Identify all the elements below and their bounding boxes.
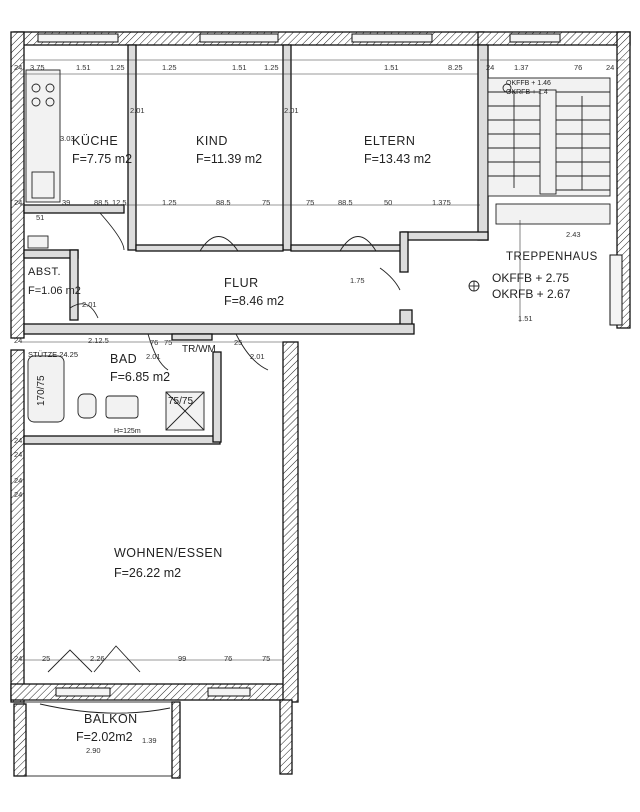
room-area-abst: F=1.06 m2 — [28, 285, 81, 297]
dim-top-5: 1.51 — [232, 63, 247, 72]
dim-mid-2: 39 — [62, 198, 71, 207]
dim-top-7: 1.51 — [384, 63, 399, 72]
kitchen-counter — [25, 69, 61, 249]
dim-top-12: 24 — [606, 63, 615, 72]
dim-bad-3: 75 — [164, 338, 173, 347]
balcony — [13, 701, 181, 779]
room-area-kueche: F=7.75 m2 — [72, 152, 133, 166]
dim-bad-4: 2.01 — [146, 352, 161, 361]
room-name-kueche: KÜCHE — [72, 134, 119, 148]
dim-top-0: 24 — [14, 63, 23, 72]
room-area-flur: F=8.46 m2 — [224, 294, 285, 308]
tr-wm-label: TR/WM — [182, 344, 216, 355]
door-swings — [39, 212, 401, 714]
dim-bottom-5: 75 — [262, 654, 271, 663]
dim-mid-7: 75 — [262, 198, 271, 207]
dim-top-1: 3.75 — [30, 63, 45, 72]
okrfb-level: OKRFB + 2.67 — [492, 287, 571, 301]
shower-size-label: 75/75 — [168, 396, 194, 407]
dim-top-9: 24 — [486, 63, 495, 72]
dim-top-4: 1.25 — [162, 63, 177, 72]
dim-bad-6: 2.01 — [250, 352, 265, 361]
stair-okffb-level: OKFFB + 1.46 — [506, 80, 551, 87]
dim-bad-0: 24 — [14, 336, 23, 345]
tub-size-label: 170/75 — [36, 375, 47, 406]
dim-top-6: 1.25 — [264, 63, 279, 72]
dim-top-11: 76 — [574, 63, 583, 72]
dim-mid-9: 88.5 — [338, 198, 353, 207]
room-name-flur: FLUR — [224, 276, 259, 290]
dim-mid-4: 12.5 — [112, 198, 127, 207]
stuetze-label: STÜTZE 24.25 — [28, 350, 79, 359]
dim-side-11: 24 — [14, 450, 23, 459]
room-area-kind: F=11.39 m2 — [196, 152, 263, 166]
dim-bottom-1: 25 — [42, 654, 51, 663]
dim-mid-6: 88.5 — [216, 198, 231, 207]
room-area-bad: F=6.85 m2 — [110, 370, 171, 384]
room-name-kind: KIND — [196, 134, 228, 148]
interior-walls — [23, 44, 489, 445]
bathroom-fixtures — [27, 355, 205, 431]
windows — [37, 33, 623, 697]
dim-bad-2: 76 — [150, 338, 159, 347]
dim-bad-1: 2.12.5 — [88, 336, 109, 345]
dim-side-10: 24 — [14, 490, 23, 499]
dim-bottom-4: 76 — [224, 654, 233, 663]
room-name-treppenhaus: TREPPENHAUS — [506, 251, 598, 263]
dim-bottom-3: 99 — [178, 654, 187, 663]
room-name-eltern: ELTERN — [364, 134, 416, 148]
dim-side-9: 24 — [14, 476, 23, 485]
okffb-level: OKFFB + 2.75 — [492, 271, 570, 285]
dim-side-3: 1.75 — [350, 276, 365, 285]
stair-okrfb-level: OKRFB + 1.4 — [506, 89, 548, 96]
dim-side-6: 1.39 — [142, 736, 157, 745]
dim-side-0: 3.03 — [60, 134, 75, 143]
dimension-lines — [20, 59, 625, 701]
dim-bottom-0: 24 — [14, 654, 23, 663]
dim-bad-5: 25 — [234, 338, 243, 347]
dim-side-7: 2.43 — [566, 230, 581, 239]
dim-top-2: 1.51 — [76, 63, 91, 72]
dim-mid-1: 51 — [36, 213, 45, 222]
room-name-wohnen: WOHNEN/ESSEN — [114, 546, 223, 560]
dim-side-1: 2.01 — [82, 300, 97, 309]
staircase — [487, 77, 611, 225]
dim-mid-0: 24 — [14, 198, 23, 207]
dim-side-8: 1.51 — [518, 314, 533, 323]
dim-side-12: 24 — [14, 436, 23, 445]
dim-mid-5: 1.25 — [162, 198, 177, 207]
dim-top-10: 1.37 — [514, 63, 529, 72]
dim-side-2: 2.01 — [284, 106, 299, 115]
room-area-balkon: F=2.02m2 — [76, 730, 133, 744]
dim-bottom-2: 2.26 — [90, 654, 105, 663]
dim-mid-3: 88.5 — [94, 198, 109, 207]
dim-side-5: 2.90 — [86, 746, 101, 755]
level-markers — [468, 83, 512, 292]
dim-mid-8: 75 — [306, 198, 315, 207]
dim-top-8: 8.25 — [448, 63, 463, 72]
room-name-abst: ABST. — [28, 266, 62, 278]
room-area-wohnen: F=26.22 m2 — [114, 566, 182, 580]
sill-height-label: H=125m — [114, 428, 141, 435]
dim-side-4: 2.01 — [130, 106, 145, 115]
room-area-eltern: F=13.43 m2 — [364, 152, 432, 166]
dim-mid-10: 50 — [384, 198, 393, 207]
room-name-bad: BAD — [110, 352, 138, 366]
room-name-balkon: BALKON — [84, 712, 138, 726]
dim-mid-11: 1.375 — [432, 198, 451, 207]
dim-top-3: 1.25 — [110, 63, 125, 72]
